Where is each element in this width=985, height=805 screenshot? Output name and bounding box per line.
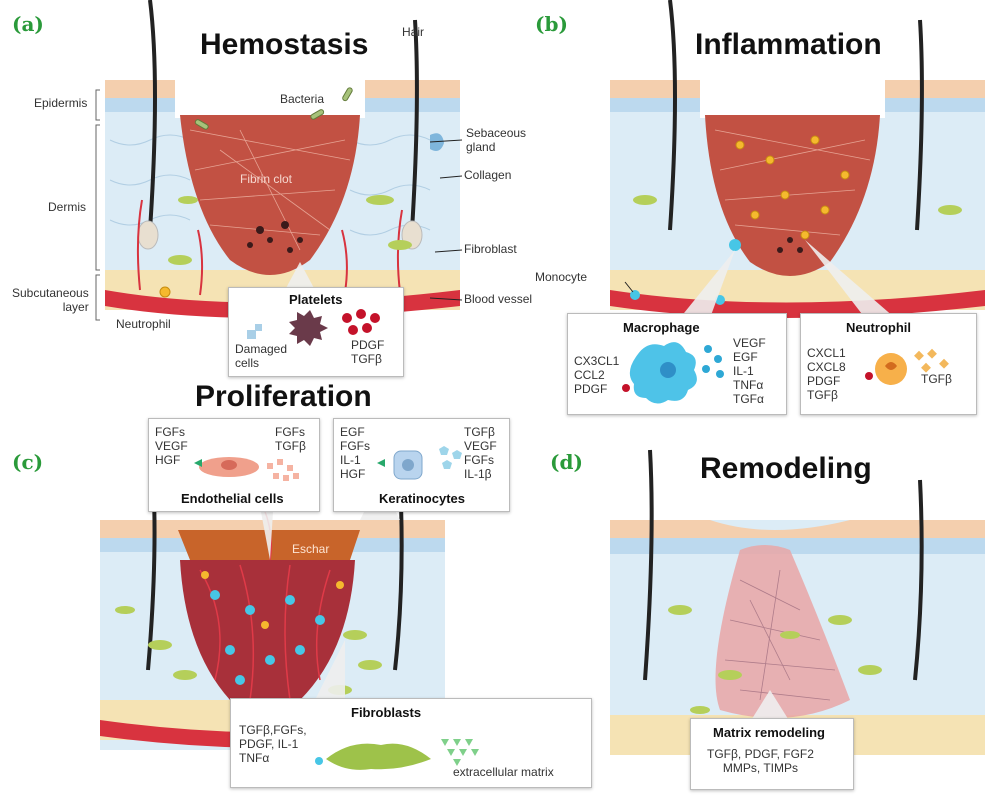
label-fibrin-clot: Fibrin clot: [240, 172, 293, 186]
neutrophil-right-factor: TGFβ: [921, 372, 952, 386]
platelets-title: Platelets: [289, 292, 343, 307]
neutrophil-left-factors: CXCL1 CXCL8 PDGF TGFβ: [807, 346, 846, 402]
macrophage-right-factors: VEGF EGF IL-1 TNFα TGFα: [733, 336, 766, 406]
fibroblasts-ecm: extracellular matrix: [453, 765, 554, 779]
platelets-factors: PDGF TGFβ: [351, 338, 385, 366]
inflammation-illustration: [610, 0, 985, 318]
macrophage-box: Macrophage CX3CL1 CCL2 PDGF VEGF EGF IL-…: [567, 313, 787, 415]
macrophage-graphic: [622, 342, 724, 404]
panel-remodeling: (d) Remodeling Matrix remodeling TGFβ, P…: [550, 420, 985, 805]
keratinocyte-graphic: [377, 446, 462, 480]
keratinocytes-right-factors: TGFβ VEGF FGFs IL-1β: [464, 425, 497, 481]
endothelial-title: Endothelial cells: [181, 491, 284, 506]
platelets-box: Platelets Damaged cells PDGF TGFβ: [228, 287, 404, 377]
platelets-damaged-cells: Damaged cells: [235, 342, 288, 370]
panel-title-hemostasis: Hemostasis: [200, 28, 369, 61]
label-hair: Hair: [402, 25, 425, 39]
neutrophil-graphic: [865, 348, 949, 385]
fibroblasts-graphic: [315, 739, 479, 770]
matrix-remodeling-factors: TGFβ, PDGF, FGF2 MMPs, TIMPs: [707, 747, 814, 775]
matrix-remodeling-title: Matrix remodeling: [713, 725, 825, 740]
fibroblasts-title: Fibroblasts: [351, 705, 422, 720]
platelets-graphic: [247, 309, 380, 346]
hemostasis-illustration: [95, 0, 463, 321]
label-subcutaneous: Subcutaneous layer: [12, 286, 89, 314]
label-eschar: Eschar: [292, 542, 330, 556]
neutrophil-box: Neutrophil CXCL1 CXCL8 PDGF TGFβ TGFβ: [800, 313, 977, 415]
panel-label-a: (a): [12, 12, 44, 36]
label-neutrophil: Neutrophil: [116, 317, 171, 331]
panel-label-d: (d): [550, 450, 583, 474]
neutrophil-title: Neutrophil: [846, 320, 911, 335]
panel-label-b: (b): [535, 12, 568, 36]
panel-proliferation: (c) Proliferation Eschar FGFs VEGF HGF F…: [0, 380, 600, 805]
endothelial-box: FGFs VEGF HGF FGFs TGFβ Endothelial cell…: [148, 418, 320, 512]
label-sebaceous: Sebaceous gland: [466, 126, 527, 154]
endothelial-left-factors: FGFs VEGF HGF: [155, 425, 188, 467]
macrophage-title: Macrophage: [623, 320, 700, 335]
panel-title-inflammation: Inflammation: [695, 28, 882, 61]
panel-label-c: (c): [12, 450, 44, 474]
panel-title-proliferation: Proliferation: [195, 380, 372, 413]
remodeling-illustration: [610, 449, 985, 755]
label-bacteria: Bacteria: [280, 92, 325, 106]
panel-inflammation: (b) Inflammation Monocyte Macrophage CX3…: [495, 0, 985, 420]
keratinocytes-box: EGF FGFs IL-1 HGF TGFβ VEGF FGFs IL-1β K…: [333, 418, 510, 512]
label-collagen: Collagen: [464, 168, 512, 182]
keratinocytes-left-factors: EGF FGFs IL-1 HGF: [340, 425, 370, 481]
label-fibroblast: Fibroblast: [464, 242, 517, 256]
matrix-remodeling-box: Matrix remodeling TGFβ, PDGF, FGF2 MMPs,…: [690, 718, 854, 790]
label-dermis: Dermis: [48, 200, 86, 214]
panel-title-remodeling: Remodeling: [700, 452, 872, 485]
fibroblasts-box: Fibroblasts TGFβ,FGFs, PDGF, IL-1 TNFα e…: [230, 698, 592, 788]
keratinocytes-title: Keratinocytes: [379, 491, 465, 506]
endothelial-graphic: [194, 457, 299, 481]
label-blood-vessel: Blood vessel: [464, 292, 533, 306]
label-epidermis: Epidermis: [34, 96, 88, 110]
endothelial-right-factors: FGFs TGFβ: [275, 425, 306, 453]
panel-hemostasis: (a) Hemostasis Hair Bacteria Epidermis D…: [0, 0, 532, 390]
macrophage-left-factors: CX3CL1 CCL2 PDGF: [574, 354, 620, 396]
fibroblasts-factors: TGFβ,FGFs, PDGF, IL-1 TNFα: [239, 723, 307, 765]
label-monocyte: Monocyte: [535, 270, 588, 284]
